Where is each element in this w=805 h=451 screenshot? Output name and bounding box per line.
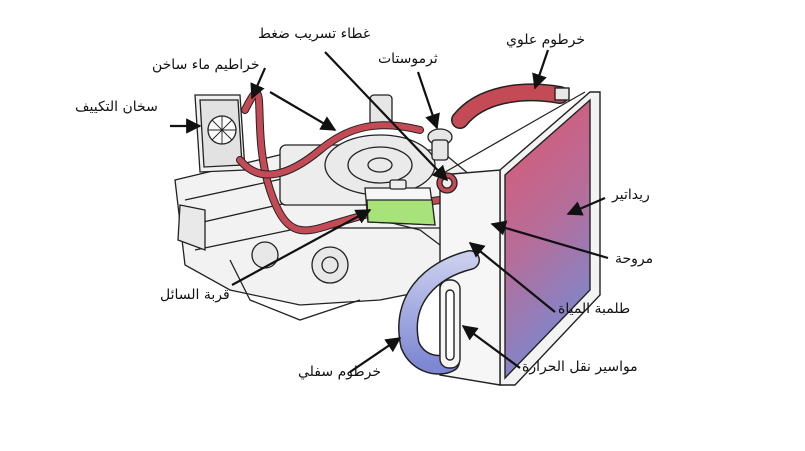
coolant-reservoir xyxy=(364,179,436,226)
label-pressure-cap: غطاء تسريب ضغط xyxy=(258,26,371,42)
arrow-fan xyxy=(490,220,609,260)
label-fan: مروحة xyxy=(615,251,654,267)
arrow-heat-tubes xyxy=(461,325,521,369)
arrow-pressure-cap xyxy=(324,51,449,182)
radiator xyxy=(439,87,601,386)
label-heat-tubes: مواسير نقل الحرارة xyxy=(522,359,638,375)
lower-hose xyxy=(398,250,480,375)
label-thermostat: ثرموستات xyxy=(378,51,438,67)
arrow-heater-core-1 xyxy=(269,91,337,131)
leader-lines xyxy=(170,49,609,373)
label-radiator: ريداتير xyxy=(612,187,650,203)
label-lower-hose: خرطوم سفلي xyxy=(298,364,381,380)
arrow-lower-hose xyxy=(349,337,402,373)
label-coolant-reservoir: قربة السائل xyxy=(160,287,230,303)
arrow-upper-hose xyxy=(532,49,550,90)
label-heater-hoses: خراطيم ماء ساخن xyxy=(152,57,260,73)
label-water-pump: طلمبة المياة xyxy=(558,301,631,317)
arrow-reservoir xyxy=(231,209,372,286)
arrow-thermostat xyxy=(416,71,440,130)
thermostat-housing xyxy=(427,128,458,194)
label-upper-hose: خرطوم علوي xyxy=(506,32,586,48)
heater-core xyxy=(194,94,246,173)
arrow-heater-hoses xyxy=(250,67,267,100)
heat-tubes xyxy=(439,279,461,369)
upper-hose xyxy=(451,83,569,129)
arrow-water-pump xyxy=(468,242,556,313)
label-heater-core: سخان التكييف xyxy=(75,99,158,115)
arrow-radiator xyxy=(566,196,606,216)
